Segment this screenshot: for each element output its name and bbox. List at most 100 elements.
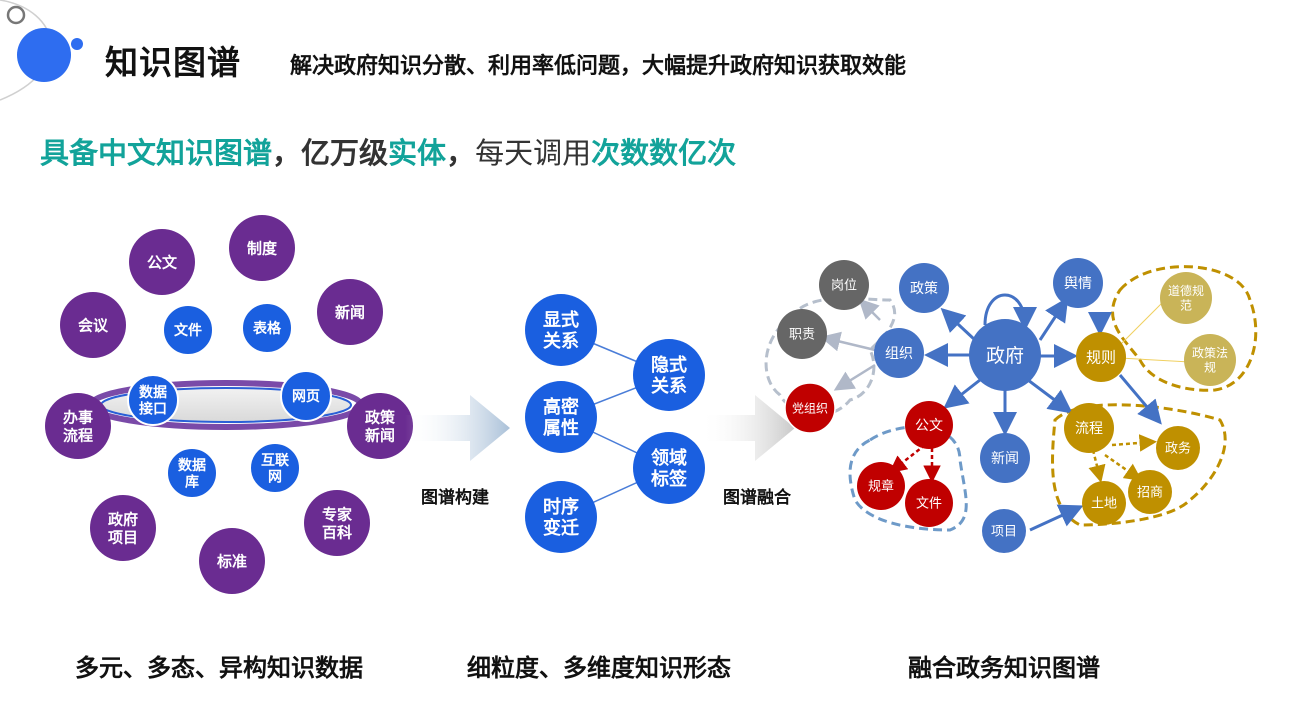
middle-node-2-label: 属性 [543, 417, 579, 439]
left-purple-node-7-label: 项目 [108, 528, 138, 546]
right-node-5-label: 组织 [885, 346, 913, 362]
left-blue-node-4-circle [166, 447, 218, 499]
left-blue-node-3: 网页 [280, 370, 332, 422]
left-purple-node-5-circle [347, 393, 413, 459]
right-node-0: 岗位 [819, 260, 869, 310]
left-blue-node-2-label: 数据 [139, 384, 167, 401]
right-node-1-label: 政策 [910, 280, 938, 297]
left-purple-node-2: 新闻 [317, 279, 383, 345]
left-blue-node-1-label: 表格 [252, 320, 282, 337]
left-purple-node-6-label: 百科 [322, 523, 352, 541]
left-blue-node-1-circle [241, 302, 293, 354]
right-center-node: 政府 [969, 319, 1041, 391]
left-purple-node-5-label: 政策 [365, 409, 396, 427]
right-node-6: 规则 [1076, 332, 1126, 382]
right-node-16: 招商 [1128, 470, 1172, 514]
page-subtitle: 解决政府知识分散、利用率低问题，大幅提升政府知识获取效能 [290, 54, 907, 79]
right-edges [924, 293, 1162, 532]
left-purple-node-8: 标准 [199, 528, 265, 594]
right-node-4-label: 职责 [789, 328, 815, 343]
left-purple-node-0-label: 公文 [147, 253, 178, 271]
left-blue-node-5-label: 网 [268, 469, 282, 485]
right-node-11: 流程 [1064, 403, 1114, 453]
right-node-4-circle [777, 309, 827, 359]
headline-part1: 具备中文知识图谱 [40, 136, 273, 170]
right-node-8-label: 党组织 [792, 400, 828, 415]
headline-part5: 次数数亿次 [591, 136, 737, 170]
headline-part2: 亿万级 [301, 136, 389, 170]
middle-node-3-label: 标签 [650, 468, 688, 490]
left-blue-node-2-circle [127, 374, 179, 426]
right-node-6-label: 规则 [1086, 348, 1116, 366]
right-node-5-circle [874, 328, 924, 378]
right-node-7-label: 规 [1204, 359, 1216, 374]
left-purple-node-4-label: 流程 [63, 426, 93, 444]
right-node-15: 土地 [1082, 481, 1126, 525]
left-blue-node-3-label: 网页 [292, 389, 320, 405]
left-blue-node-3-circle [280, 370, 332, 422]
left-blue-node-1: 表格 [241, 302, 293, 354]
right-node-12: 政务 [1156, 426, 1200, 470]
right-node-1-circle [899, 263, 949, 313]
right-gold-edges [1088, 434, 1157, 483]
left-purple-node-8-label: 标准 [216, 552, 247, 570]
left-blue-nodes: 文件表格数据接口网页数据库互联网 [127, 302, 332, 499]
left-purple-node-1-circle [229, 215, 295, 281]
right-nodes: 政府岗位政策舆情道德规范职责组织规则政策法规党组织公文新闻流程政务规章文件土地招… [777, 258, 1236, 553]
right-node-15-circle [1082, 481, 1126, 525]
left-blue-node-2-label: 接口 [139, 400, 167, 417]
right-node-15-label: 土地 [1091, 497, 1117, 512]
right-node-0-label: 岗位 [831, 279, 857, 294]
right-node-3-label: 范 [1180, 298, 1192, 312]
right-node-3-circle [1160, 272, 1212, 324]
left-purple-node-0: 公文 [129, 229, 195, 295]
left-purple-node-3-label: 会议 [78, 316, 109, 334]
middle-node-1-circle [633, 339, 705, 411]
left-purple-node-1-label: 制度 [247, 239, 278, 257]
logo-decoration [0, 0, 83, 101]
middle-node-3-label: 领域 [651, 447, 687, 469]
right-node-11-label: 流程 [1075, 421, 1103, 437]
left-blue-node-5: 互联网 [249, 442, 301, 494]
right-node-3-label: 道德规 [1168, 283, 1204, 298]
page-title: 知识图谱 [105, 43, 241, 82]
middle-node-0-label: 关系 [543, 330, 579, 352]
right-node-9-circle [905, 401, 953, 449]
left-blue-node-5-circle [249, 442, 301, 494]
left-purple-node-2-label: 新闻 [335, 303, 365, 321]
fuse-arrow [700, 395, 795, 461]
left-blue-node-0-label: 文件 [174, 322, 202, 339]
caption-middle: 细粒度、多维度知识形态 [467, 654, 731, 682]
right-thin-edges [1119, 299, 1191, 363]
left-blue-node-4-label: 数据 [178, 457, 206, 474]
right-node-13: 规章 [857, 462, 905, 510]
middle-node-4-label: 时序 [543, 496, 579, 518]
left-blue-node-4-label: 库 [185, 473, 199, 490]
right-center-node-circle [969, 319, 1041, 391]
right-node-4: 职责 [777, 309, 827, 359]
left-purple-node-4-label: 办事 [63, 409, 93, 427]
left-purple-node-8-circle [199, 528, 265, 594]
step-build-label: 图谱构建 [421, 488, 489, 508]
right-node-16-circle [1128, 470, 1172, 514]
middle-node-0-circle [525, 294, 597, 366]
headline-sep2: ， [446, 136, 476, 170]
right-node-12-circle [1156, 426, 1200, 470]
left-blue-node-4: 数据库 [166, 447, 218, 499]
middle-node-1-label: 关系 [651, 375, 687, 397]
caption-left: 多元、多态、异构知识数据 [75, 654, 363, 682]
left-blue-node-0: 文件 [162, 304, 214, 356]
middle-node-2-label: 高密 [543, 396, 579, 418]
middle-node-3-circle [633, 432, 705, 504]
right-node-10: 新闻 [980, 433, 1030, 483]
headline-part4: 每天调用 [475, 136, 592, 170]
right-node-13-circle [857, 462, 905, 510]
